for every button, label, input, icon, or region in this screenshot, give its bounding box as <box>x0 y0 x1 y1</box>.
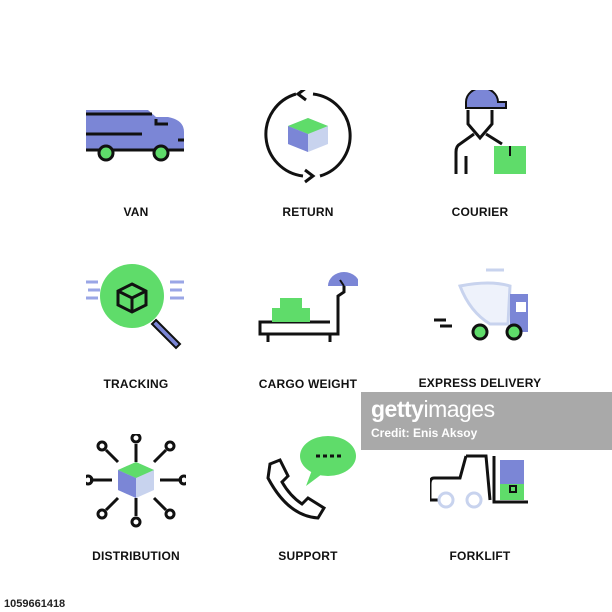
icon-tile-tracking: TRACKING <box>50 262 222 434</box>
icon-tile-return: RETURN <box>222 90 394 262</box>
label-distribution: DISTRIBUTION <box>92 549 180 563</box>
label-tracking: TRACKING <box>103 377 169 391</box>
forklift-icon <box>430 454 528 509</box>
cargo-weight-icon <box>258 272 358 342</box>
support-icon <box>266 436 356 520</box>
tracking-icon <box>86 264 184 350</box>
van-icon <box>86 110 184 162</box>
icon-tile-support: SUPPORT <box>222 434 394 606</box>
express-delivery-icon <box>434 268 528 341</box>
icon-tile-express-delivery: EXPRESS DELIVERY <box>394 262 566 434</box>
label-express-delivery: EXPRESS DELIVERY <box>418 376 542 390</box>
icon-tile-courier: COURIER <box>394 90 566 262</box>
label-forklift: FORKLIFT <box>449 549 511 563</box>
distribution-icon <box>86 434 186 528</box>
icon-tile-van: VAN <box>50 90 222 262</box>
return-icon <box>264 90 352 184</box>
icon-tile-forklift: FORKLIFT <box>394 434 566 606</box>
label-cargo-weight: CARGO WEIGHT <box>258 377 358 391</box>
image-id: 1059661418 <box>0 596 70 612</box>
watermark: gettyimages Credit: Enis Aksoy <box>361 392 612 450</box>
watermark-logo: gettyimages <box>371 396 495 422</box>
courier-icon <box>454 90 526 174</box>
label-return: RETURN <box>282 205 334 219</box>
watermark-credit: Credit: Enis Aksoy <box>371 426 478 440</box>
icon-tile-cargo-weight: CARGO WEIGHT <box>222 262 394 434</box>
label-courier: COURIER <box>451 205 509 219</box>
icon-tile-distribution: DISTRIBUTION <box>50 434 222 606</box>
label-van: VAN <box>123 205 149 219</box>
label-support: SUPPORT <box>278 549 338 563</box>
